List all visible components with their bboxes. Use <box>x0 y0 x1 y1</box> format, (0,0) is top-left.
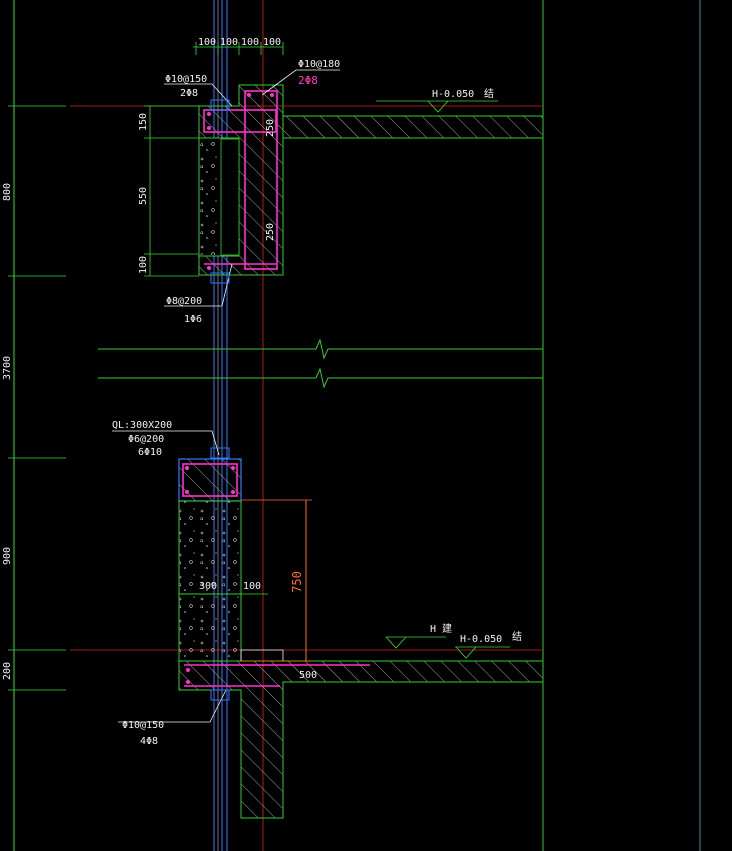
top-vdim-150: 150 <box>138 113 149 131</box>
masonry-wall <box>178 500 242 662</box>
top-bars-bottom: 1Φ6 <box>184 314 202 325</box>
ql-label: QL:300X200 <box>112 420 172 431</box>
break-lines <box>98 338 543 389</box>
ql-bars: 6Φ10 <box>138 447 162 458</box>
top-level-tag: 结 <box>484 87 494 100</box>
window-frame-connectors <box>210 99 230 701</box>
struct-level-tag: 结 <box>512 630 522 643</box>
dim-900: 900 <box>2 547 13 565</box>
top-beam-rebar <box>244 90 278 270</box>
arch-level-tag: 建 <box>442 622 452 635</box>
top-slab <box>282 115 544 139</box>
top-stirrup-right: Φ10@180 <box>298 59 340 70</box>
dim-3700: 3700 <box>2 356 13 380</box>
height-dim-750: 750 <box>290 571 304 593</box>
dim-200: 200 <box>2 662 13 680</box>
top-stirrup-bottom: Φ8@200 <box>166 296 202 307</box>
slab-dim-500: 500 <box>299 670 317 681</box>
top-beam-rebar-left <box>203 109 277 133</box>
top-vdim-100: 100 <box>138 256 149 274</box>
ring-beam <box>178 458 242 502</box>
top-dim-2: 100 <box>220 37 238 48</box>
top-bars-right: 2Φ8 <box>298 74 318 87</box>
top-dim-1: 100 <box>198 37 216 48</box>
bottom-beam-section: QL:300X200 Φ6@200 6Φ10 300 100 750 500 H… <box>112 420 544 819</box>
bottom-slab <box>178 660 544 819</box>
top-vdim-550: 550 <box>138 187 149 205</box>
bottom-bars: 4Φ8 <box>140 736 158 747</box>
top-bars-left: 2Φ8 <box>180 88 198 99</box>
bottom-stirrup: Φ10@150 <box>122 720 164 731</box>
top-level-label: H-0.050 <box>432 89 474 100</box>
top-stirrup-left: Φ10@150 <box>165 74 207 85</box>
left-dimension-chain: 800 3700 900 200 <box>2 0 66 851</box>
wall-width-dim: 300 <box>199 581 217 592</box>
top-inner-dim-1: 250 <box>265 119 276 137</box>
top-beam-section: 100 100 100 100 Φ10@180 2Φ8 Φ10@150 2Φ8 … <box>138 37 544 325</box>
dim-800: 800 <box>2 183 13 201</box>
top-dim-4: 100 <box>263 37 281 48</box>
top-inner-dim-2: 250 <box>265 223 276 241</box>
arch-level-label: H <box>430 624 436 635</box>
struct-level-label: H-0.050 <box>460 634 502 645</box>
ql-stirrup: Φ6@200 <box>128 434 164 445</box>
offset-dim: 100 <box>243 581 261 592</box>
top-dim-3: 100 <box>241 37 259 48</box>
